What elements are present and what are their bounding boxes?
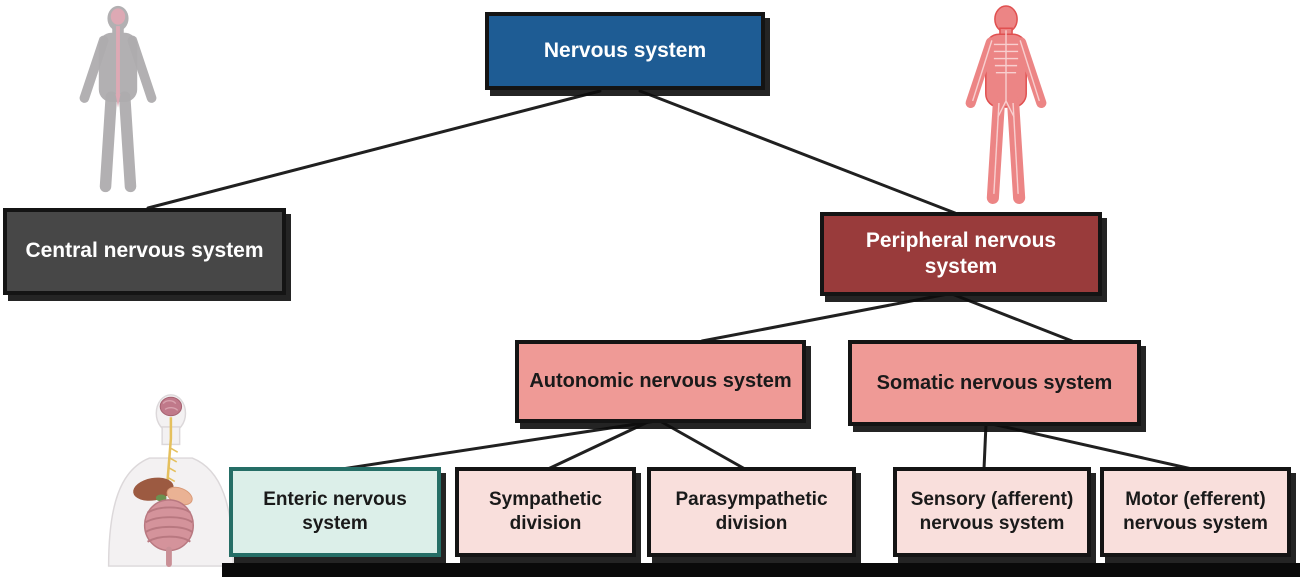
connector-somatic-sensory: [982, 422, 988, 471]
node-parasympathetic-division: Parasympathetic division: [647, 467, 856, 557]
node-peripheral-nervous-system: Peripheral nervous system: [820, 212, 1102, 296]
node-sympathetic-division: Sympathetic division: [455, 467, 636, 557]
cns-body-illustration: [79, 5, 157, 193]
node-autonomic-nervous-system: Autonomic nervous system: [515, 340, 806, 423]
connector-somatic-motor: [990, 422, 1194, 471]
connector-peripheral-somatic: [950, 292, 1074, 343]
connector-autonomic-sympathetic: [546, 419, 652, 471]
connector-autonomic-enteric: [340, 419, 658, 471]
nerve-branches: [971, 30, 1041, 194]
node-label: Peripheral nervous system: [865, 228, 1057, 278]
node-label: Nervous system: [543, 38, 707, 62]
node-label: Motor (efferent) nervous system: [1123, 489, 1268, 534]
brain-and-spinal-cord: [110, 8, 126, 108]
node-central-nervous-system: Central nervous system: [3, 208, 286, 295]
node-nervous-system: Nervous system: [485, 12, 765, 90]
ens-torso-illustration: [107, 394, 234, 568]
vagus-nerve-icon: [165, 417, 179, 488]
digestive-organs-icon: [133, 477, 194, 568]
node-label: Autonomic nervous system: [529, 370, 792, 392]
pns-body-illustration: [965, 5, 1047, 204]
brain-icon: [159, 396, 183, 417]
node-label: Central nervous system: [25, 239, 264, 263]
connector-autonomic-parasympathetic: [658, 419, 747, 471]
node-sensory-afferent-nervous-system: Sensory (afferent) nervous system: [893, 467, 1091, 557]
node-motor-efferent-nervous-system: Motor (efferent) nervous system: [1100, 467, 1291, 557]
connector-nervous-peripheral: [638, 89, 957, 215]
bottom-black-bar: [222, 563, 1300, 577]
connector-nervous-central: [146, 89, 602, 210]
node-label: Sympathetic division: [489, 489, 602, 534]
node-enteric-nervous-system: Enteric nervous system: [229, 467, 441, 557]
node-label: Enteric nervous system: [263, 489, 407, 534]
node-label: Parasympathetic division: [675, 489, 828, 534]
node-label: Somatic nervous system: [876, 371, 1113, 394]
connector-peripheral-autonomic: [700, 292, 950, 343]
node-somatic-nervous-system: Somatic nervous system: [848, 340, 1141, 426]
node-label: Sensory (afferent) nervous system: [910, 489, 1074, 534]
